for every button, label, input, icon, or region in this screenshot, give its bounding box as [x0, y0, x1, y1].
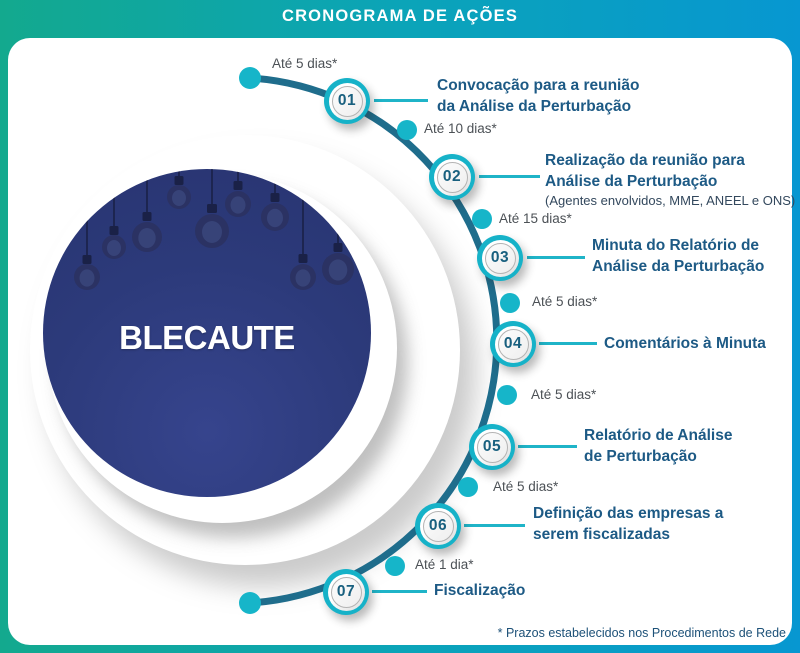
step-07-badge: 07: [323, 569, 369, 615]
step-03-number: 03: [484, 242, 516, 274]
step-05-title: Relatório de Análise de Perturbação: [584, 427, 733, 465]
step-05-badge: 05: [469, 424, 515, 470]
step-04-number: 04: [497, 328, 529, 360]
step-02-title: Realização da reunião para Análise da Pe…: [545, 152, 745, 190]
step-03-connector: [527, 256, 585, 259]
step-07-duration: Até 1 dia*: [415, 557, 474, 572]
step-01-connector: [374, 99, 428, 102]
step-06-duration: Até 5 dias*: [493, 479, 559, 494]
step-05-connector: [518, 445, 577, 448]
step-02-badge: 02: [429, 154, 475, 200]
step-03-duration: Até 15 dias*: [499, 211, 572, 226]
step-07-title: Fiscalização: [434, 582, 526, 599]
step-01-badge: 01: [324, 78, 370, 124]
blackout-label: BLECAUTE: [119, 319, 295, 356]
step-04-badge: 04: [490, 321, 536, 367]
step-06-connector: [464, 524, 525, 527]
step-01-title: Convocação para a reunião da Análise da …: [437, 77, 640, 115]
step-07-number: 07: [330, 576, 362, 608]
step-06-number: 06: [422, 510, 454, 542]
step-04-connector: [539, 342, 597, 345]
step-01-number: 01: [331, 85, 363, 117]
step-06-badge: 06: [415, 503, 461, 549]
step-03-title: Minuta do Relatório de Análise da Pertur…: [592, 237, 765, 275]
step-02-connector: [479, 175, 540, 178]
step-04-title: Comentários à Minuta: [604, 335, 766, 352]
step-02-number: 02: [436, 161, 468, 193]
step-06-title: Definição das empresas a serem fiscaliza…: [533, 505, 724, 543]
page-title: CRONOGRAMA DE AÇÕES: [281, 7, 519, 25]
step-03-badge: 03: [477, 235, 523, 281]
step-04-duration: Até 5 dias*: [532, 294, 598, 309]
header-bar: CRONOGRAMA DE AÇÕES: [0, 0, 800, 38]
step-07-connector: [372, 590, 427, 593]
step-02-duration: Até 10 dias*: [424, 121, 497, 136]
step-01-duration: Até 5 dias*: [272, 56, 338, 71]
step-02-subtitle: (Agentes envolvidos, MME, ANEEL e ONS): [545, 193, 796, 208]
footnote: * Prazos estabelecidos nos Procedimentos…: [497, 626, 786, 640]
step-05-number: 05: [476, 431, 508, 463]
step-05-duration: Até 5 dias*: [531, 387, 597, 402]
blackout-circle: BLECAUTE: [43, 169, 371, 497]
